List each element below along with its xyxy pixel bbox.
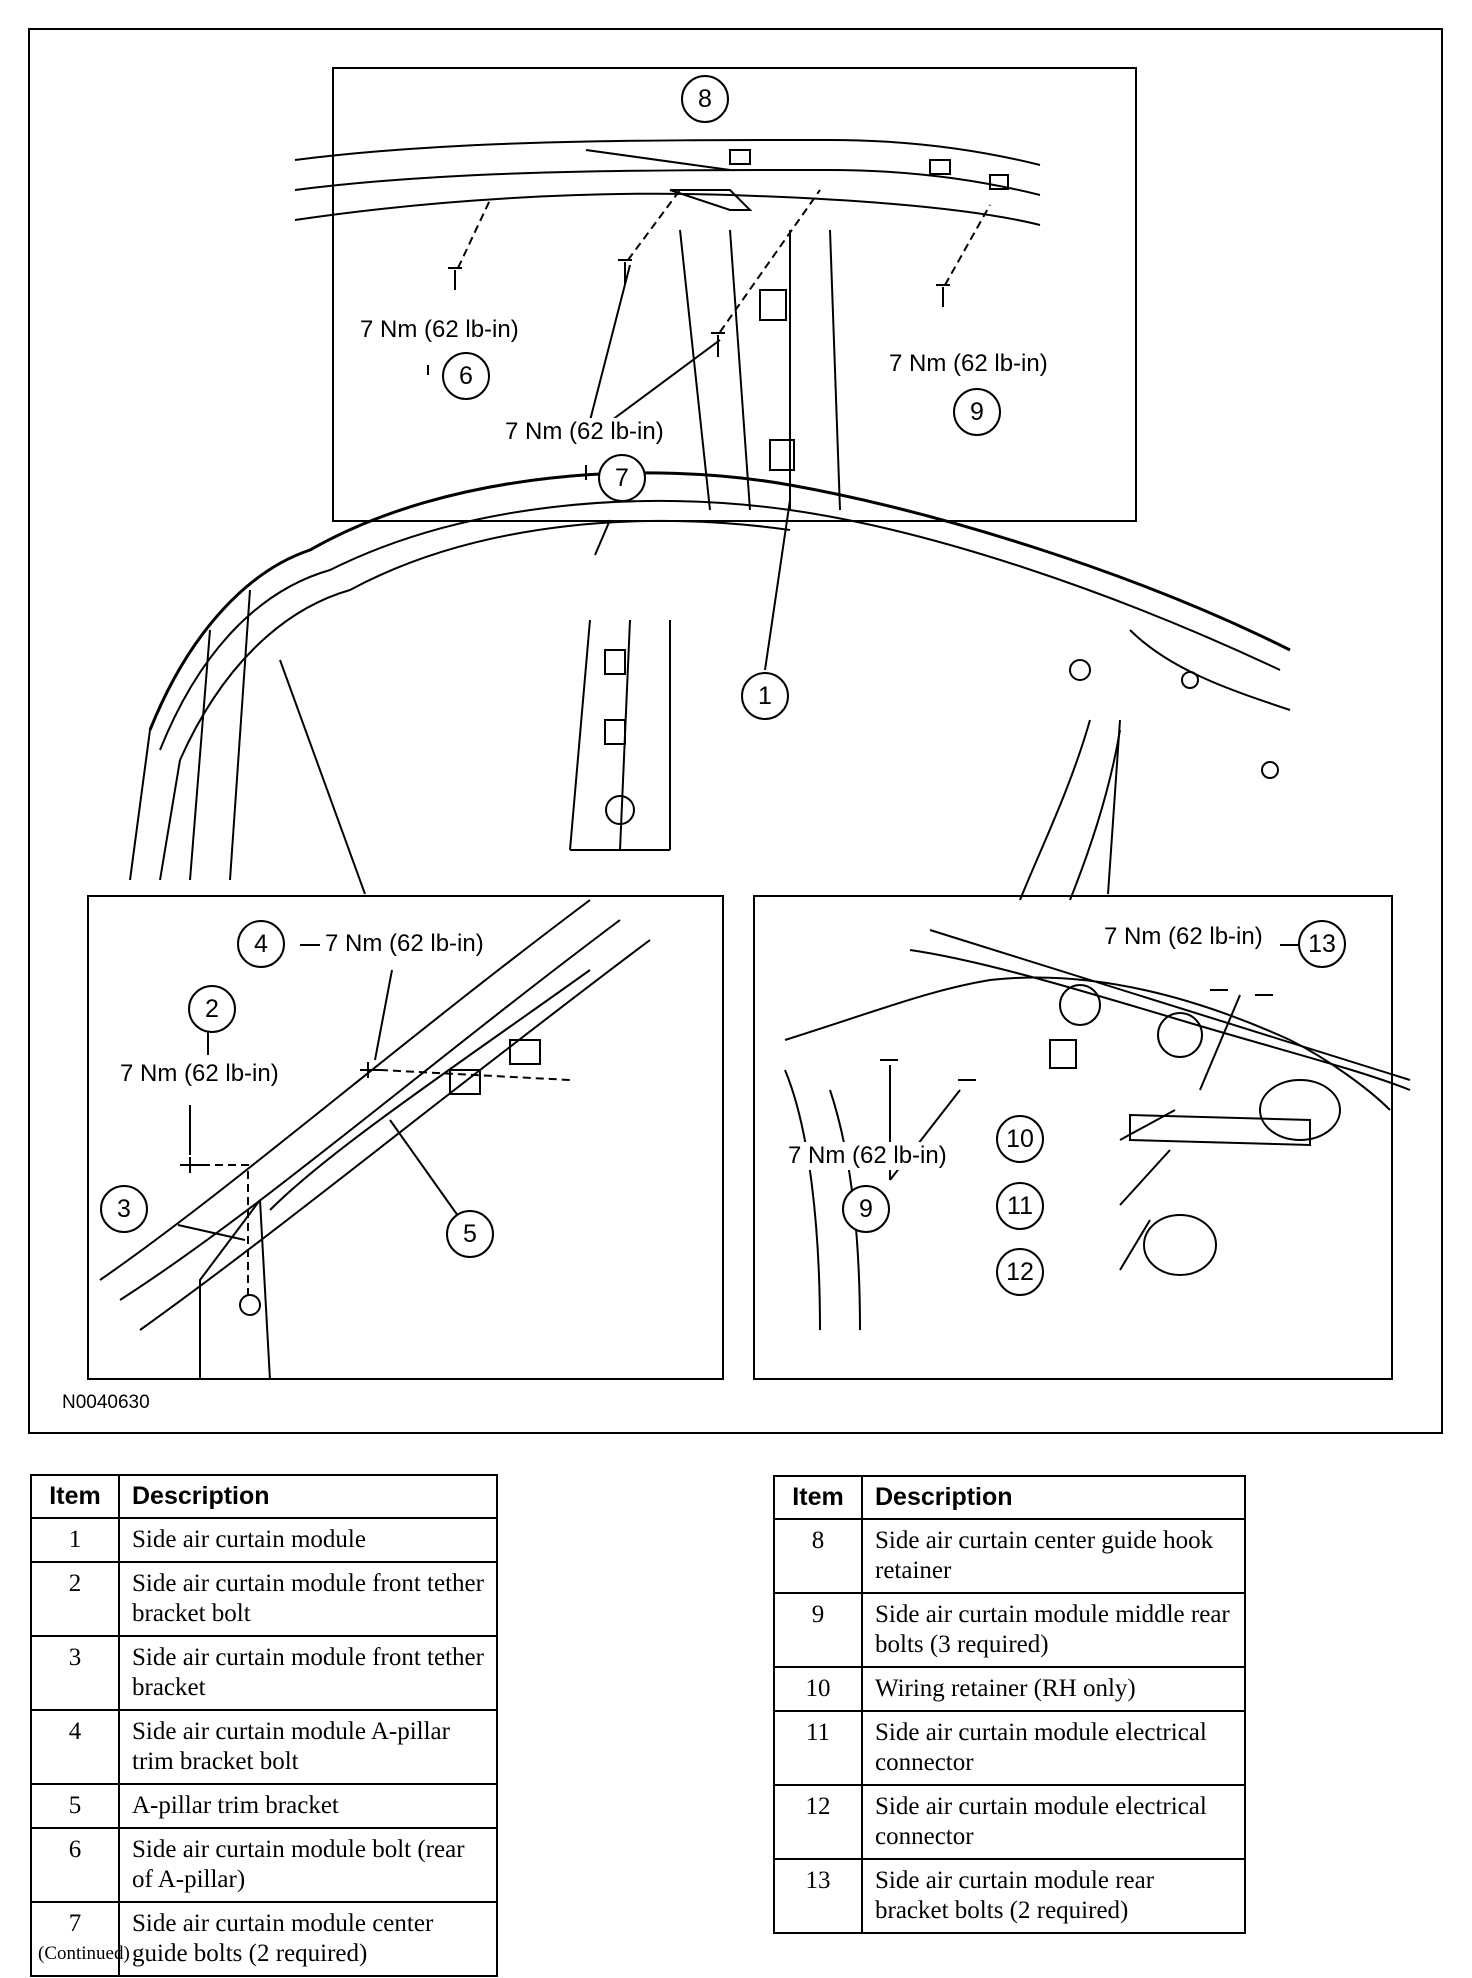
callout-3: 3 [100,1185,148,1233]
item-description: Side air curtain center guide hook retai… [861,1518,1246,1594]
callout-11: 11 [996,1182,1044,1230]
figure-id: N0040630 [62,1392,150,1413]
legend-header-row: Item Description [773,1475,1246,1520]
callout-1: 1 [741,672,789,720]
item-description: Side air curtain module electrical conne… [861,1784,1246,1860]
callout-4: 4 [237,920,285,968]
item-description: A-pillar trim bracket [118,1783,498,1829]
inset-center-pillar [332,67,1137,522]
callout-7: 7 [598,454,646,502]
callout-12: 12 [996,1248,1044,1296]
torque-spec-2: 7 Nm (62 lb-in) [120,1060,279,1088]
item-number: 9 [773,1592,863,1668]
callout-5: 5 [446,1210,494,1258]
torque-spec-6: 7 Nm (62 lb-in) [360,316,519,344]
torque-spec-13: 7 Nm (62 lb-in) [1104,923,1263,951]
item-description: Side air curtain module electrical conne… [861,1710,1246,1786]
callout-8: 8 [681,75,729,123]
header-item: Item [773,1475,863,1520]
item-number: 11 [773,1710,863,1786]
item-description: Wiring retainer (RH only) [861,1666,1246,1712]
item-number: 5 [30,1783,120,1829]
item-number: 13 [773,1858,863,1934]
item-description: Side air curtain module bolt (rear of A-… [118,1827,498,1903]
header-description: Description [861,1475,1246,1520]
item-number: 6 [30,1827,120,1903]
callout-9-top: 9 [953,388,1001,436]
item-description: Side air curtain module [118,1517,498,1563]
item-number: 4 [30,1709,120,1785]
item-number: 1 [30,1517,120,1563]
callout-13: 13 [1298,920,1346,968]
legend-header-row: Item Description [30,1474,498,1519]
header-description: Description [118,1474,498,1519]
torque-spec-4: 7 Nm (62 lb-in) [325,930,484,958]
callout-6: 6 [442,352,490,400]
item-number: 8 [773,1518,863,1594]
callout-9-bottom: 9 [842,1185,890,1233]
item-description: Side air curtain module middle rear bolt… [861,1592,1246,1668]
item-number: 7 [30,1901,120,1977]
item-description: Side air curtain module A-pillar trim br… [118,1709,498,1785]
callout-2: 2 [188,985,236,1033]
item-description: Side air curtain module rear bracket bol… [861,1858,1246,1934]
torque-spec-7: 7 Nm (62 lb-in) [505,418,664,446]
inset-a-pillar [87,895,724,1380]
line-drawing [99,138,1411,1381]
item-description: Side air curtain module front tether bra… [118,1635,498,1711]
item-number: 12 [773,1784,863,1860]
torque-spec-9-top: 7 Nm (62 lb-in) [889,350,1048,378]
torque-spec-9-bottom: 7 Nm (62 lb-in) [788,1142,947,1170]
item-number: 2 [30,1561,120,1637]
item-number: 3 [30,1635,120,1711]
inset-rear-bracket [753,895,1393,1380]
header-item: Item [30,1474,120,1519]
item-number: 10 [773,1666,863,1712]
exploded-view-figure: 8 6 9 7 1 4 2 3 5 13 10 9 11 12 7 Nm (62… [28,28,1443,1434]
callout-10: 10 [996,1115,1044,1163]
item-description: Side air curtain module center guide bol… [118,1901,498,1977]
continued-note: (Continued) [38,1943,130,1964]
item-description: Side air curtain module front tether bra… [118,1561,498,1637]
